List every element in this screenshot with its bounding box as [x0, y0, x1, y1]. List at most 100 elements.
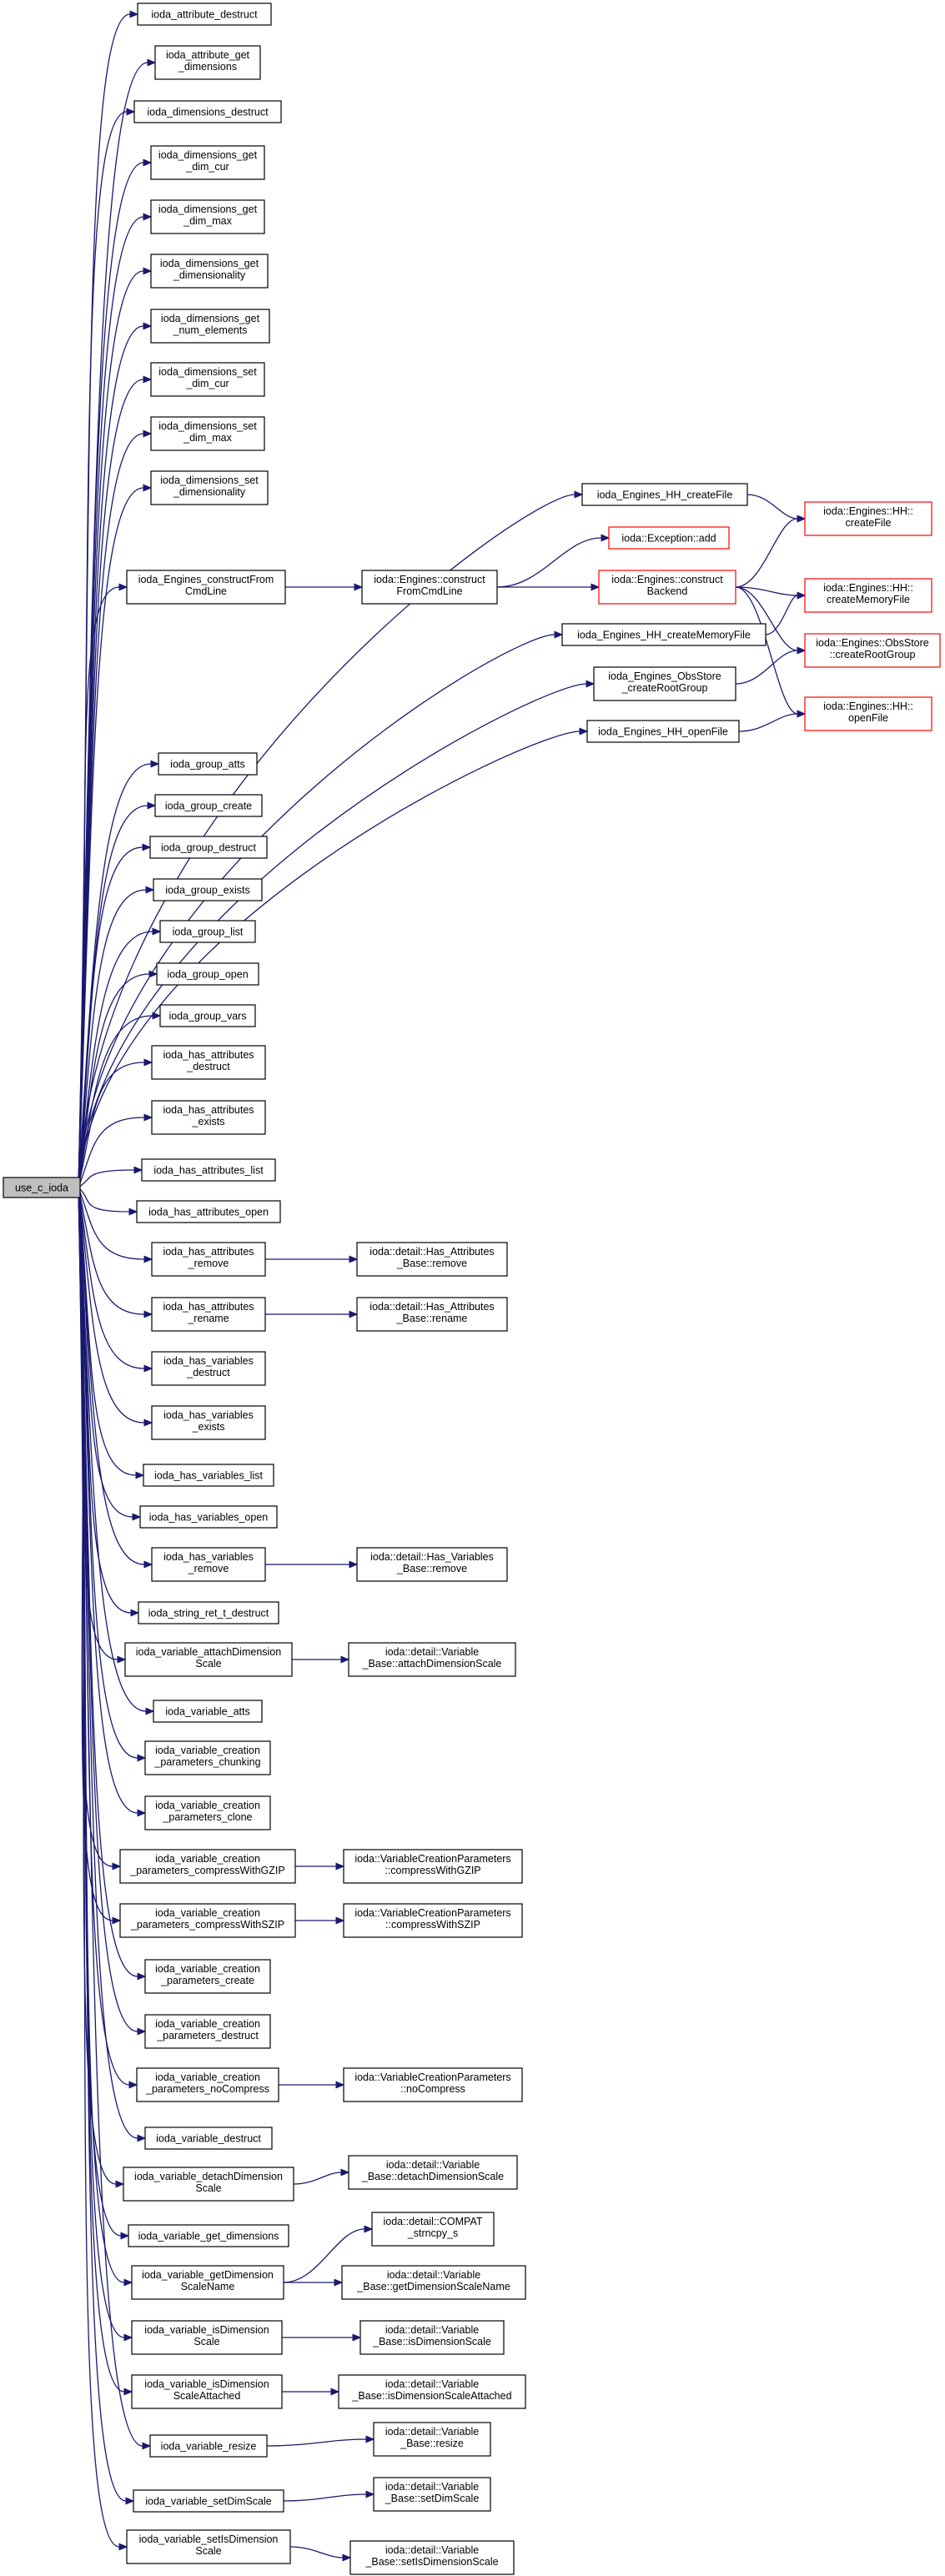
node-ioda-group-open[interactable]: ioda_group_open: [156, 962, 259, 986]
node-ioda-variablecreationparameters-compresswithgzip[interactable]: ioda::VariableCreationParameters::compre…: [343, 1849, 523, 1884]
node-ioda-engines-hh-createfile[interactable]: ioda::Engines::HH::createFile: [804, 501, 932, 536]
node-ioda-has-attributes-destruct[interactable]: ioda_has_attributes_destruct: [151, 1045, 266, 1080]
node-box: [3, 1177, 81, 1198]
node-ioda-variable-creation-parameters-clone[interactable]: ioda_variable_creation_parameters_clone: [144, 1795, 271, 1830]
node-ioda-has-attributes-exists[interactable]: ioda_has_attributes_exists: [151, 1100, 266, 1135]
node-ioda-variable-creation-parameters-compresswithszip[interactable]: ioda_variable_creation_parameters_compre…: [119, 1903, 296, 1938]
node-ioda-variable-resize[interactable]: ioda_variable_resize: [149, 2434, 268, 2458]
node-ioda-dimensions-get-dimensionality[interactable]: ioda_dimensions_get_dimensionality: [150, 254, 269, 289]
node-label-line: ioda::Engines::construct: [374, 574, 485, 585]
node-ioda-attribute-destruct[interactable]: ioda_attribute_destruct: [137, 3, 272, 26]
node-ioda-group-atts[interactable]: ioda_group_atts: [158, 752, 258, 776]
node-ioda-string-ret-t-destruct[interactable]: ioda_string_ret_t_destruct: [138, 1601, 279, 1624]
node-box: [593, 666, 736, 701]
node-ioda-engines-hh-openfile[interactable]: ioda::Engines::HH::openFile: [804, 696, 932, 731]
node-label-line: _Base::isDimensionScale: [372, 2336, 491, 2348]
node-label-line: ioda::VariableCreationParameters: [354, 2071, 510, 2083]
node-ioda-engines-obsstore-createrootgroup[interactable]: ioda_Engines_ObsStore_createRootGroup: [593, 666, 736, 701]
node-ioda-detail-variable-base-isdimensionscale[interactable]: ioda::detail::Variable_Base::isDimension…: [359, 2320, 505, 2355]
edge-root-to-ha2: [78, 1117, 145, 1188]
node-ioda-variable-creation-parameters-destruct[interactable]: ioda_variable_creation_parameters_destru…: [144, 2014, 271, 2049]
node-ioda-variable-detachdimensionscale[interactable]: ioda_variable_detachDimensionScale: [123, 2167, 294, 2202]
node-ioda-has-variables-destruct[interactable]: ioda_has_variables_destruct: [151, 1351, 266, 1386]
node-ioda-has-variables-exists[interactable]: ioda_has_variables_exists: [151, 1405, 266, 1440]
node-ioda-engines-obsstore-createrootgroup[interactable]: ioda::Engines::ObsStore::createRootGroup: [804, 633, 941, 668]
node-ioda-detail-variable-base-resize[interactable]: ioda::detail::Variable_Base::resize: [373, 2422, 491, 2457]
node-ioda-dimensions-get-dim-cur[interactable]: ioda_dimensions_get_dim_cur: [150, 145, 265, 180]
node-ioda-has-attributes-list[interactable]: ioda_has_attributes_list: [141, 1158, 276, 1182]
node-ioda-variable-creation-parameters-create[interactable]: ioda_variable_creation_parameters_create: [144, 1959, 271, 1994]
node-ioda-engines-hh-creatememoryfile[interactable]: ioda_Engines_HH_createMemoryFile: [561, 623, 767, 646]
node-label-line: _remove: [188, 1563, 229, 1574]
node-label-line: _parameters_create: [160, 1975, 254, 1986]
node-ioda-dimensions-get-dim-max[interactable]: ioda_dimensions_get_dim_max: [150, 199, 265, 234]
node-ioda-has-attributes-remove[interactable]: ioda_has_attributes_remove: [151, 1242, 266, 1277]
node-ioda-variablecreationparameters-compresswithszip[interactable]: ioda::VariableCreationParameters::compre…: [343, 1903, 523, 1938]
node-ioda-engines-hh-creatememoryfile[interactable]: ioda::Engines::HH::createMemoryFile: [804, 578, 932, 613]
node-label-line: ioda_variable_creation: [155, 1745, 260, 1756]
node-ioda-exception-add[interactable]: ioda::Exception::add: [608, 526, 730, 550]
node-ioda-detail-has-attributes-base-rename[interactable]: ioda::detail::Has_Attributes_Base::renam…: [356, 1297, 508, 1332]
node-ioda-variable-creation-parameters-nocompress[interactable]: ioda_variable_creation_parameters_noComp…: [136, 2067, 279, 2102]
node-ioda-detail-variable-base-detachdimensionscale[interactable]: ioda::detail::Variable_Base::detachDimen…: [348, 2155, 518, 2190]
node-label-line: ioda::Engines::construct: [611, 574, 723, 585]
node-box: [356, 1297, 508, 1332]
node-ioda-detail-variable-base-attachdimensionscale[interactable]: ioda::detail::Variable_Base::attachDimen…: [348, 1642, 516, 1677]
node-ioda-has-variables-list[interactable]: ioda_has_variables_list: [143, 1464, 274, 1487]
node-ioda-group-exists[interactable]: ioda_group_exists: [153, 878, 263, 901]
node-ioda-has-variables-open[interactable]: ioda_has_variables_open: [139, 1505, 278, 1529]
node-ioda-engines-hh-createfile[interactable]: ioda_Engines_HH_createFile: [581, 483, 748, 506]
node-ioda-dimensions-destruct[interactable]: ioda_dimensions_destruct: [133, 100, 282, 123]
node-label-line: _destruct: [186, 1367, 230, 1378]
node-ioda-group-destruct[interactable]: ioda_group_destruct: [149, 836, 268, 859]
node-ioda-dimensions-set-dim-max[interactable]: ioda_dimensions_set_dim_max: [150, 416, 265, 451]
node-label-line: ioda_dimensions_set: [160, 475, 259, 486]
node-label-line: ioda_has_attributes: [163, 1301, 254, 1313]
node-ioda-variable-creation-parameters-chunking[interactable]: ioda_variable_creation_parameters_chunki…: [144, 1740, 271, 1775]
edge-iecb-to-hhof2: [735, 586, 798, 715]
node-ioda-variable-getdimensionscalename[interactable]: ioda_variable_getDimensionScaleName: [131, 2265, 284, 2300]
node-ioda-dimensions-get-num-elements[interactable]: ioda_dimensions_get_num_elements: [150, 309, 270, 344]
node-box: [373, 2477, 491, 2512]
node-label-line: _dimensions: [178, 61, 237, 73]
node-ioda-has-attributes-rename[interactable]: ioda_has_attributes_rename: [151, 1297, 266, 1332]
node-ioda-variable-isdimensionscale[interactable]: ioda_variable_isDimensionScale: [131, 2320, 283, 2355]
node-ioda-group-create[interactable]: ioda_group_create: [154, 794, 263, 817]
node-ioda-variable-isdimensionscaleattached[interactable]: ioda_variable_isDimensionScaleAttached: [131, 2374, 283, 2409]
edge-arrowhead: [137, 1972, 147, 1981]
node-ioda-variable-destruct[interactable]: ioda_variable_destruct: [144, 2127, 273, 2150]
node-ioda-detail-variable-base-getdimensionscalename[interactable]: ioda::detail::Variable_Base::getDimensio…: [341, 2265, 526, 2300]
node-ioda-variable-get-dimensions[interactable]: ioda_variable_get_dimensions: [128, 2224, 289, 2247]
node-ioda-has-variables-remove[interactable]: ioda_has_variables_remove: [151, 1547, 266, 1582]
node-ioda-detail-has-variables-base-remove[interactable]: ioda::detail::Has_Variables_Base::remove: [356, 1547, 508, 1582]
edge-arrowhead: [143, 1419, 153, 1427]
node-ioda-detail-has-attributes-base-remove[interactable]: ioda::detail::Has_Attributes_Base::remov…: [356, 1242, 508, 1277]
node-ioda-dimensions-set-dim-cur[interactable]: ioda_dimensions_set_dim_cur: [150, 362, 265, 397]
node-ioda-engines-hh-openfile[interactable]: ioda_Engines_HH_openFile: [586, 720, 740, 743]
node-label-line: _Base::remove: [396, 1563, 467, 1574]
edge-root-to-hv5: [78, 1187, 145, 1565]
node-ioda-variable-creation-parameters-compresswithgzip[interactable]: ioda_variable_creation_parameters_compre…: [119, 1849, 296, 1884]
node-use-c-ioda[interactable]: use_c_ioda: [3, 1177, 81, 1198]
node-box: [154, 45, 261, 80]
node-label-line: _createRootGroup: [621, 682, 708, 694]
node-ioda-variable-setisdimensionscale[interactable]: ioda_variable_setIsDimensionScale: [126, 2529, 291, 2564]
edge-arrowhead: [120, 2232, 130, 2240]
node-ioda-detail-variable-base-setdimscale[interactable]: ioda::detail::Variable_Base::setDimScale: [373, 2477, 491, 2512]
node-ioda-variablecreationparameters-nocompress[interactable]: ioda::VariableCreationParameters::noComp…: [343, 2067, 523, 2102]
node-ioda-dimensions-set-dimensionality[interactable]: ioda_dimensions_set_dimensionality: [150, 470, 269, 505]
node-ioda-detail-variable-base-isdimensionscaleattached[interactable]: ioda::detail::Variable_Base::isDimension…: [338, 2374, 526, 2409]
node-ioda-detail-variable-base-setisdimensionscale[interactable]: ioda::detail::Variable_Base::setIsDimens…: [349, 2540, 515, 2575]
node-label-line: ioda::VariableCreationParameters: [354, 1907, 510, 1919]
node-ioda-has-attributes-open[interactable]: ioda_has_attributes_open: [136, 1200, 281, 1223]
node-ioda-attribute-get-dimensions[interactable]: ioda_attribute_get_dimensions: [154, 45, 261, 80]
node-ioda-variable-attachdimensionscale[interactable]: ioda_variable_attachDimensionScale: [124, 1642, 293, 1677]
node-ioda-group-vars[interactable]: ioda_group_vars: [159, 1004, 256, 1027]
node-ioda-group-list[interactable]: ioda_group_list: [159, 920, 256, 943]
node-ioda-detail-compat-strncpy-s[interactable]: ioda::detail::COMPAT_strncpy_s: [371, 2212, 495, 2247]
node-ioda-variable-setdimscale[interactable]: ioda_variable_setDimScale: [133, 2489, 284, 2513]
node-ioda-variable-atts[interactable]: ioda_variable_atts: [153, 1700, 263, 1723]
